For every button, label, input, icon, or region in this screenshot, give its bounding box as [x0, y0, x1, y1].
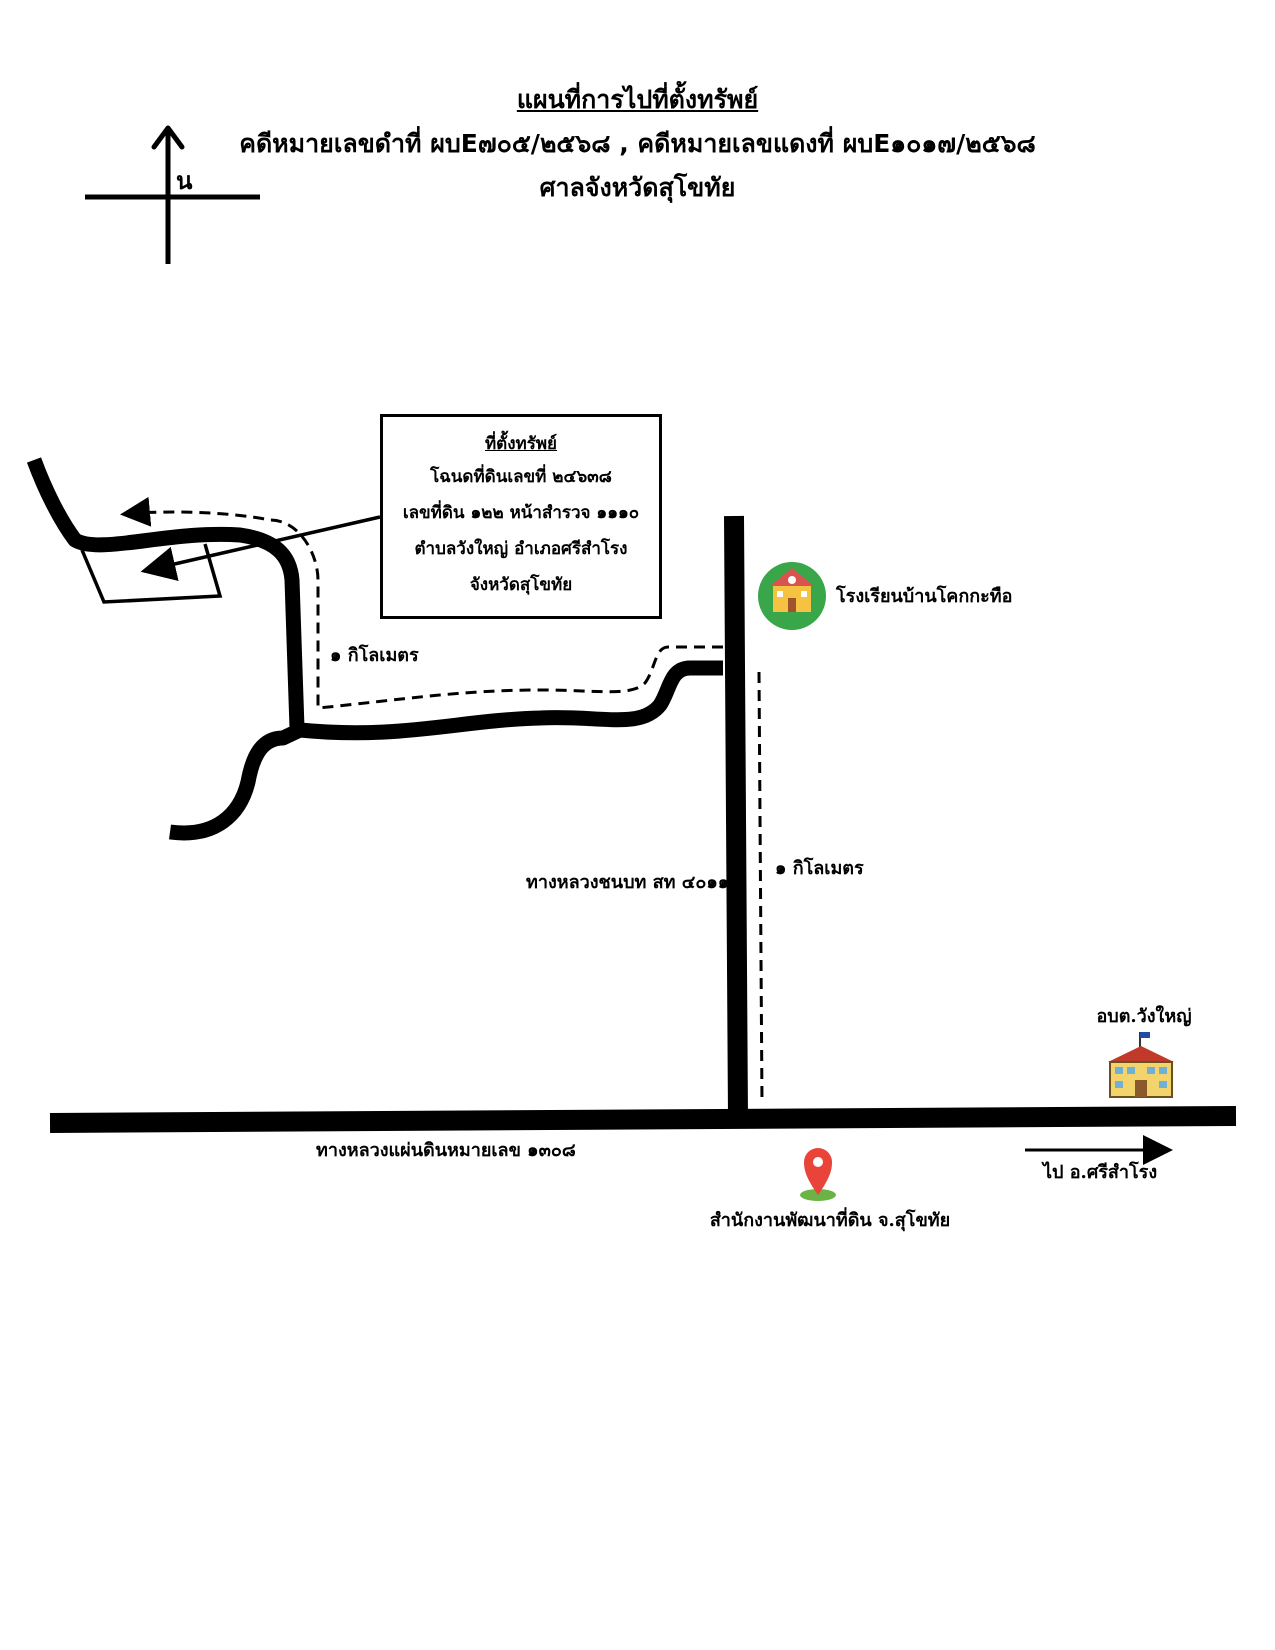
land-parcel [80, 543, 223, 604]
court-name: ศาลจังหวัดสุโขทัย [539, 173, 736, 202]
highway-1308-road [49, 1106, 1237, 1133]
route-dashed-path [120, 496, 723, 710]
local-road [26, 457, 723, 841]
highway-label: ทางหลวงแผ่นดินหมายเลข ๑๓๐๘ [316, 1140, 576, 1161]
distance-label-left: ๑ กิโลเมตร [330, 645, 419, 666]
school-icon [758, 562, 826, 630]
case-numbers: คดีหมายเลขดำที่ ผบE๗๐๕/๒๕๖๘ , คดีหมายเลข… [239, 129, 1036, 158]
property-heading: ที่ตั้งทรัพย์ [484, 434, 558, 454]
location-pin-icon [800, 1148, 836, 1201]
province-line: จังหวัดสุโขทัย [469, 575, 573, 595]
sao-label: อบต.วังใหญ่ [1096, 1006, 1192, 1027]
distance-dashed-line [757, 671, 764, 1104]
property-info-box: ที่ตั้งทรัพย์ โฉนดที่ดินเลขที่ ๒๔๖๓๘ เลข… [380, 414, 662, 619]
parcel-number-line: เลขที่ดิน ๑๒๒ หน้าสำรวจ ๑๑๑๐ [402, 503, 640, 523]
rural-road-label: ทางหลวงชนบท สท ๔๐๑๑ [526, 872, 730, 893]
subdistrict-line: ตำบลวังใหญ่ อำเภอศรีสำโรง [414, 539, 628, 559]
distance-label-right: ๑ กิโลเมตร [775, 858, 864, 879]
map-title: แผนที่การไปที่ตั้งทรัพย์ [516, 85, 759, 114]
school-label: โรงเรียนบ้านโคกกะทือ [836, 586, 1013, 607]
rural-road-4011 [724, 515, 748, 1119]
property-pointer-arrow [140, 515, 381, 582]
title-deed-line: โฉนดที่ดินเลขที่ ๒๔๖๓๘ [430, 467, 612, 487]
north-label: น [176, 166, 193, 195]
north-arrow-icon [85, 125, 260, 264]
direction-label: ไป อ.ศรีสำโรง [1043, 1162, 1158, 1183]
land-office-label: สำนักงานพัฒนาที่ดิน จ.สุโขทัย [709, 1210, 951, 1231]
government-building-icon [1108, 1032, 1174, 1098]
map-title-block: แผนที่การไปที่ตั้งทรัพย์ คดีหมายเลขดำที่… [0, 78, 1275, 210]
